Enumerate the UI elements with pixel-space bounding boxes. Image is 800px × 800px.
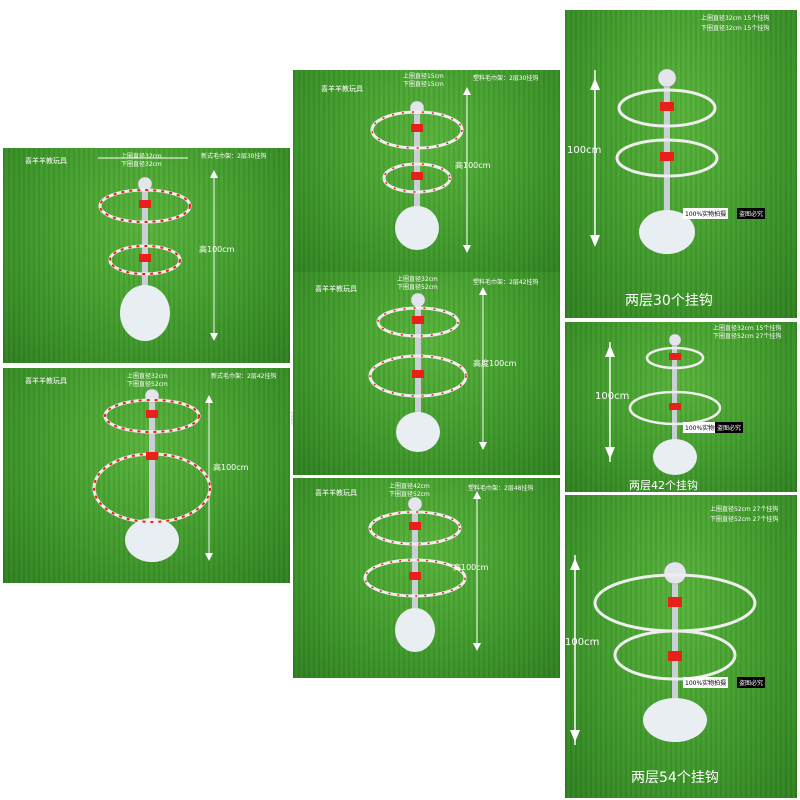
product-photo-6: 上圈直径32cm 15个挂钩 下圈直径32cm 15个挂钩 100cm 100%… [565,10,797,318]
product-photo-1: 喜羊羊教玩具 上圈直径32cm 下圈直径32cm 新式毛巾架：2层30挂钩 高1… [3,148,290,363]
lower-ring-spec: 下圈直径52cm 27个挂钩 [710,516,779,523]
product-photo-2: 喜羊羊教玩具 上圈直径32cm 下圈直径52cm 新式毛巾架：2层42挂钩 高1… [3,368,290,583]
upper-ring-spec: 上圈直径32cm 15个挂钩 [701,15,770,22]
lower-ring-spec: 下圈直径52cm [397,284,438,291]
authentic-photo-tag: 100%实物拍摄 [683,208,729,219]
towel-rack-illustration [605,333,722,475]
copyright-tag: 盗图必究 [715,422,744,433]
lower-ring-spec: 下圈直径32cm [121,161,162,168]
product-photo-7: 上圈直径32cm 15个挂钩 下圈直径52cm 27个挂钩 100cm 100%… [565,322,797,492]
height-label: 高100cm [213,463,249,472]
brand-logo: 喜羊羊教玩具 [25,157,67,165]
hook-count-caption: 两层30个挂钩 [625,293,713,309]
brand-logo: 喜羊羊教玩具 [315,489,357,497]
height-label: 高100cm [455,161,491,170]
model-spec: 塑料毛巾架：2层48挂钩 [468,485,534,492]
brand-logo: 喜羊羊教玩具 [25,377,67,385]
towel-rack-illustration [590,68,719,254]
hook-count-caption: 两层54个挂钩 [631,770,719,786]
authentic-photo-tag: 100%实物拍摄 [683,677,729,688]
upper-ring-spec: 上圈直径32cm [121,153,162,160]
authentic-photo-tag: 100%实物拍摄 [683,422,729,433]
height-label: 高100cm [453,563,489,572]
brand-logo: 喜羊羊教玩具 [315,285,357,293]
copyright-tag: 盗图必究 [737,677,766,688]
lower-ring-spec: 下圈直径52cm 27个挂钩 [713,333,782,340]
towel-rack-illustration [368,287,487,452]
model-spec: 塑料毛巾架：2层30挂钩 [473,75,539,82]
upper-ring-spec: 上圈直径42cm [389,483,430,490]
model-spec: 新式毛巾架：2层30挂钩 [201,153,267,160]
copyright-tag: 盗图必究 [737,208,766,219]
lower-ring-spec: 下圈直径52cm [389,491,430,498]
height-label: 100cm [567,145,602,156]
upper-ring-spec: 上圈直径32cm [397,276,438,283]
height-label: 100cm [595,391,630,402]
upper-ring-spec: 上圈直径15cm [403,73,444,80]
upper-ring-spec: 上圈直径32cm 15个挂钩 [713,325,782,332]
model-spec: 新式毛巾架：2层42挂钩 [211,373,277,380]
lower-ring-spec: 下圈直径15cm [403,81,444,88]
towel-rack-illustration [363,491,481,652]
towel-rack-illustration [92,388,213,562]
product-photo-3: 喜羊羊教玩具 上圈直径15cm 下圈直径15cm 塑料毛巾架：2层30挂钩 高1… [293,70,560,278]
height-label: 100cm [565,637,600,648]
hook-count-caption: 两层42个挂钩 [629,479,698,492]
towel-rack-illustration [370,87,471,253]
towel-rack-illustration [98,157,218,341]
brand-logo: 喜羊羊教玩具 [321,85,363,93]
product-photo-8: 上圈直径52cm 27个挂钩 下圈直径52cm 27个挂钩 100cm 100%… [565,495,797,798]
upper-ring-spec: 上圈直径52cm 27个挂钩 [710,506,779,513]
product-photo-4: 喜羊羊教玩具 上圈直径32cm 下圈直径52cm 塑料毛巾架：2层42挂钩 高度… [293,272,560,475]
towel-rack-illustration [570,555,757,745]
product-photo-5: 喜羊羊教玩具 上圈直径42cm 下圈直径52cm 塑料毛巾架：2层48挂钩 高1… [293,478,560,678]
upper-ring-spec: 上圈直径32cm [127,373,168,380]
lower-ring-spec: 下圈直径32cm 15个挂钩 [701,25,770,32]
lower-ring-spec: 下圈直径52cm [127,381,168,388]
height-label: 高100cm [199,245,235,254]
model-spec: 塑料毛巾架：2层42挂钩 [473,279,539,286]
height-label: 高度100cm [473,359,517,368]
